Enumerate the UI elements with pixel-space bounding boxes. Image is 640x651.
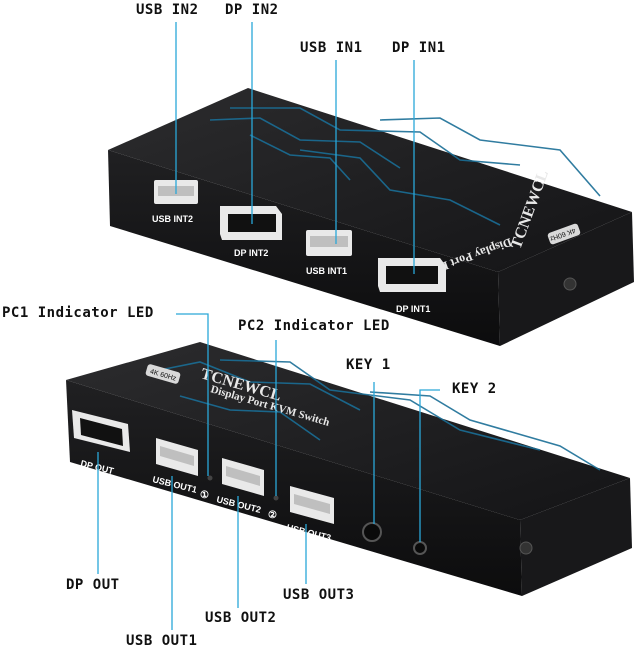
bottom-circuit-traces — [149, 359, 601, 471]
leader-pc1-led — [176, 313, 209, 476]
key2-label: KEY2 — [402, 568, 427, 583]
key1-label: KEY1 — [358, 554, 383, 569]
leader-key2 — [419, 389, 440, 542]
usb-in1-port — [306, 230, 352, 256]
callout-dp-in1: DP IN1 — [392, 40, 446, 56]
key2-button[interactable] — [413, 541, 427, 555]
bottom-device: TCNEWCL Display Port KVM Switch 4K 60Hz … — [66, 342, 632, 596]
top-circuit-traces — [209, 107, 601, 226]
callout-usb-in1: USB IN1 — [300, 40, 363, 56]
led2-mark: ② — [268, 510, 277, 521]
usb-int1-label: USB INT1 — [306, 266, 347, 276]
dp-out-port — [72, 410, 130, 452]
bottom-badge — [145, 364, 181, 384]
usb-out3-port — [290, 486, 334, 524]
callout-usb-out3: USB OUT3 — [283, 587, 355, 603]
pc1-led-icon — [207, 475, 213, 481]
bottom-screw-icon — [519, 541, 533, 555]
dp-in2-port — [220, 206, 282, 240]
callout-key2: KEY 2 — [452, 381, 497, 397]
callout-dp-in2: DP IN2 — [225, 2, 279, 18]
callout-key1: KEY 1 — [346, 357, 391, 373]
callout-pc2-led: PC2 Indicator LED — [238, 318, 390, 334]
usb-out2-port — [222, 458, 264, 496]
top-device-lid — [108, 88, 632, 272]
top-screw-icon — [563, 277, 577, 291]
callout-usb-out2: USB OUT2 — [205, 610, 277, 626]
callout-dp-out: DP OUT — [66, 577, 120, 593]
dp-in1-port — [378, 258, 446, 292]
leader-lines — [97, 22, 440, 630]
usb-out1-port — [156, 438, 198, 476]
pc2-led-icon — [273, 495, 279, 501]
led1-mark: ① — [200, 490, 209, 501]
bottom-device-lid — [66, 342, 630, 520]
bottom-device-side-face — [520, 478, 632, 596]
usb-int2-label: USB INT2 — [152, 214, 193, 224]
top-badge — [547, 223, 581, 245]
top-device: TCNEWCL Display Port KVM Switch 4K 60Hz … — [108, 88, 634, 346]
callout-usb-in2: USB IN2 — [136, 2, 199, 18]
callout-pc1-led: PC1 Indicator LED — [2, 305, 154, 321]
callout-usb-out1: USB OUT1 — [126, 633, 198, 649]
dp-int1-label: DP INT1 — [396, 304, 430, 314]
top-device-front-face — [108, 150, 500, 346]
dp-int2-label: DP INT2 — [234, 248, 268, 258]
key1-button[interactable] — [362, 522, 382, 542]
